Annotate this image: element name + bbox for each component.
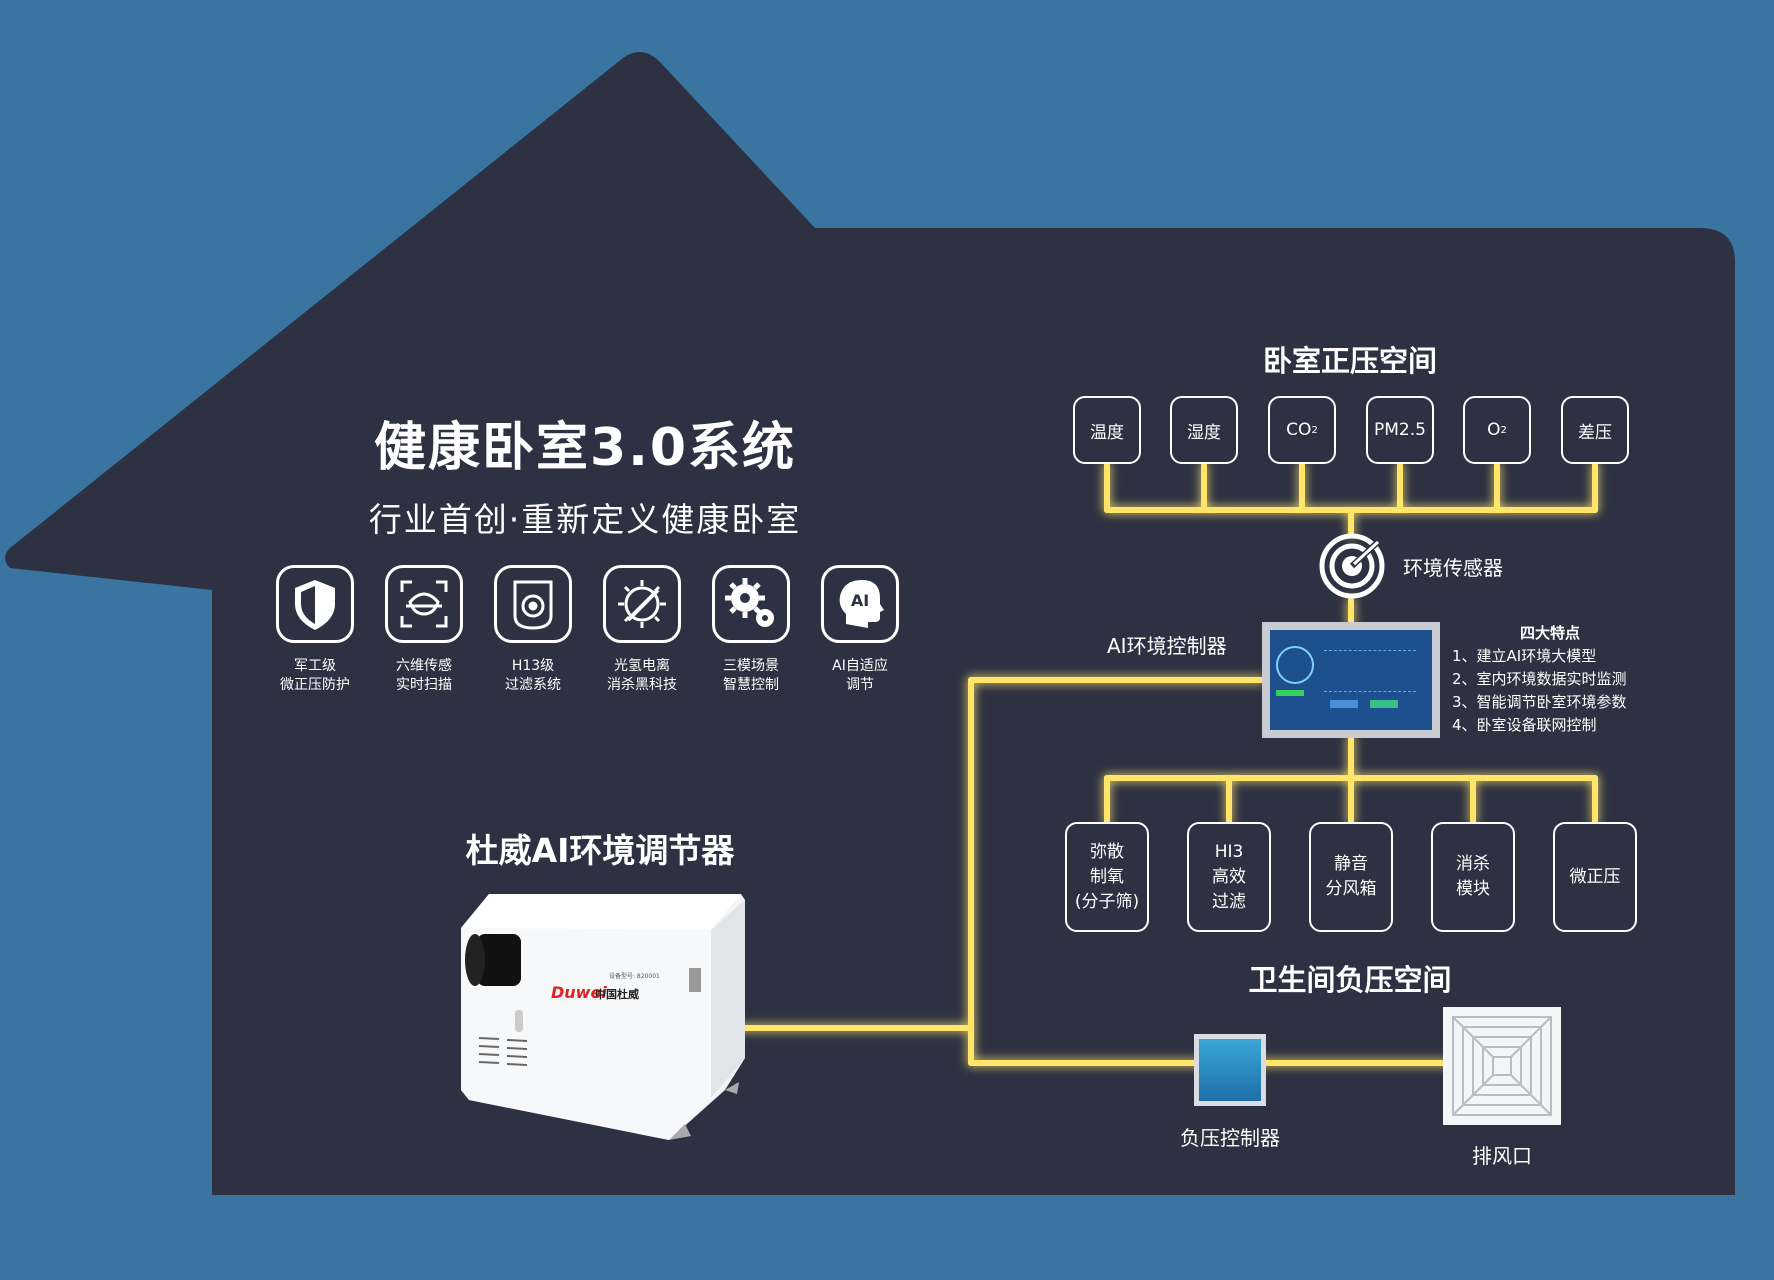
feature-label-4: 光氢电离消杀黑科技 [607,658,677,693]
status-bar [1276,690,1304,696]
connection-lines [737,462,1598,1066]
ai-environment-regulator-device: Duwei 中国杜威 设备型号: 820001 [461,894,745,1140]
four-features-title: 四大特点 [1520,624,1581,642]
module-oxygen: 弥散制氧(分子筛) [1065,822,1149,932]
sensor-differential-pressure: 差压 [1561,396,1629,464]
gears-icon [712,565,790,643]
feature-label-1: 军工级微正压防护 [280,658,350,693]
negative-pressure-controller [1194,1034,1266,1106]
feature-label-2: 六维传感实时扫描 [396,658,452,693]
four-features-list: 1、建立AI环境大模型 2、室内环境数据实时监测 3、智能调节卧室环境参数 4、… [1452,645,1627,737]
device-brand-logo: Duwei [551,983,607,1002]
screen-button-b [1370,700,1398,708]
filter-icon [494,565,572,643]
exhaust-vent-icon [1443,1007,1561,1125]
sensor-humidity: 湿度 [1170,396,1238,464]
exhaust-label: 排风口 [1472,1144,1532,1168]
feature-label-3: H13级过滤系统 [505,658,561,693]
module-silent-distribution: 静音分风箱 [1309,822,1393,932]
sensor-temperature: 温度 [1073,396,1141,464]
ai-controller-panel [1262,622,1440,738]
negative-controller-label: 负压控制器 [1180,1126,1280,1150]
feature-point-4: 4、卧室设备联网控制 [1452,716,1597,734]
house-shape [5,52,1735,1195]
negative-space-title: 卫生间负压空间 [1248,963,1452,997]
face-scan-icon [385,565,463,643]
feature-label-5: 三模场景智慧控制 [723,658,779,693]
positive-space-title: 卧室正压空间 [1262,344,1437,378]
device-title: 杜威AI环境调节器 [465,831,735,870]
sterilize-icon [603,565,681,643]
environment-sensor-icon [1319,533,1385,599]
subtitle: 行业首创·重新定义健康卧室 [368,500,802,539]
ai-controller-screen [1270,630,1432,730]
data-readouts [1324,650,1416,692]
feature-label-6: AI自适应调节 [832,658,888,693]
main-title: 健康卧室3.0系统 [373,418,797,478]
module-micro-positive-pressure: 微正压 [1553,822,1637,932]
screen-button-a [1330,700,1358,708]
shield-icon [276,565,354,643]
module-sterilization: 消杀模块 [1431,822,1515,932]
gauge-widget [1276,646,1314,684]
ai-head-icon: AI [821,565,899,643]
environment-sensor-label: 环境传感器 [1403,556,1503,580]
feature-point-3: 3、智能调节卧室环境参数 [1452,693,1627,711]
feature-point-1: 1、建立AI环境大模型 [1452,647,1597,665]
ai-controller-label: AI环境控制器 [1107,634,1227,658]
ai-icon-text: AI [851,591,869,610]
feature-point-2: 2、室内环境数据实时监测 [1452,670,1627,688]
sensor-pm25: PM2.5 [1366,396,1434,464]
device-brand-cn: 中国杜威 [595,987,639,1001]
device-model-label: 设备型号: 820001 [609,972,660,980]
negative-controller-screen [1199,1039,1261,1101]
